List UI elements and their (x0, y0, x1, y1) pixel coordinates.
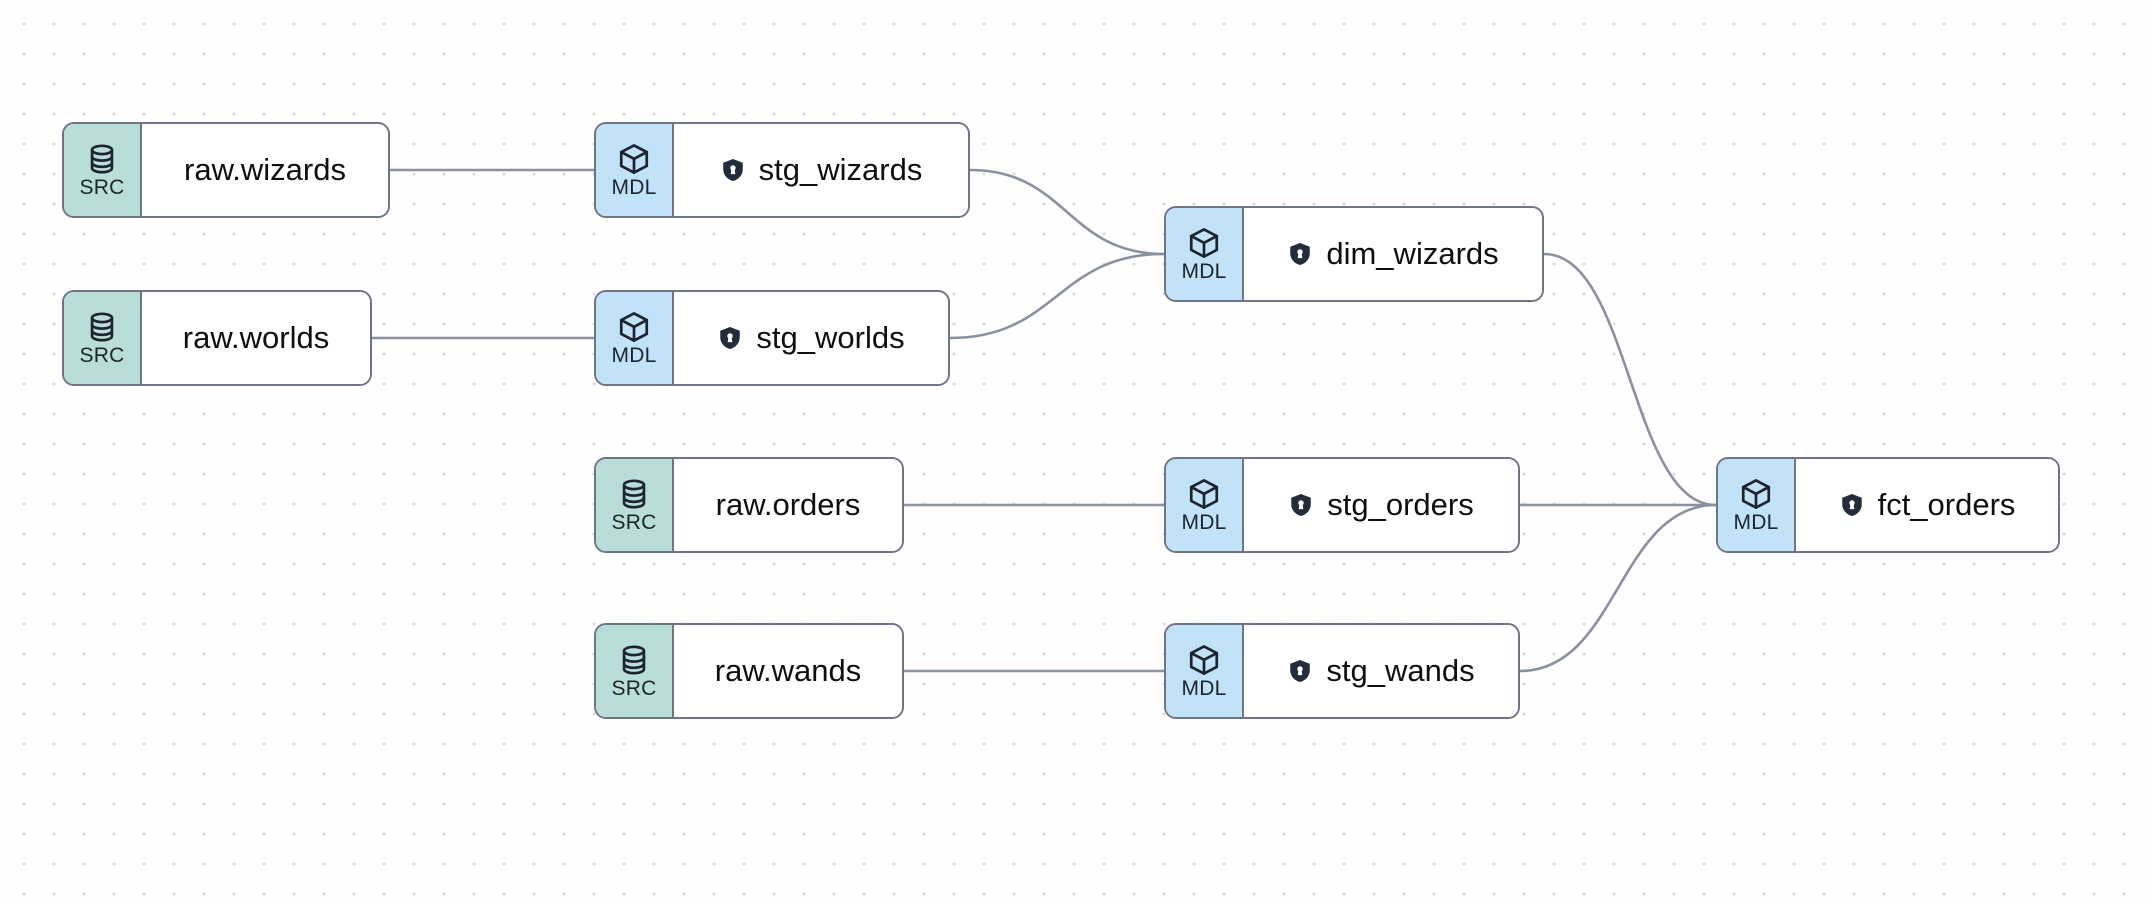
node-stg_wands[interactable]: MDL stg_wands (1164, 623, 1520, 719)
node-body: stg_orders (1244, 459, 1518, 551)
edge-stg_wands-to-fct_orders (1518, 503, 1718, 673)
node-body: raw.wands (674, 625, 902, 717)
node-label: raw.wizards (184, 151, 346, 187)
node-body: dim_wizards (1244, 208, 1542, 300)
node-badge-src: SRC (596, 459, 674, 551)
node-body: raw.wizards (142, 124, 388, 216)
shield-lock-icon (1288, 492, 1314, 518)
node-badge-label: MDL (611, 344, 657, 367)
node-fct_orders[interactable]: MDL fct_orders (1716, 457, 2060, 553)
node-body: raw.orders (674, 459, 902, 551)
node-badge-label: MDL (1181, 677, 1227, 700)
edge-stg_wizards-to-dim_wizards (968, 168, 1166, 256)
node-raw_worlds[interactable]: SRC raw.worlds (62, 290, 372, 386)
node-label: raw.wands (714, 652, 862, 688)
node-label: stg_worlds (756, 319, 905, 355)
node-label: dim_wizards (1326, 235, 1499, 271)
shield-lock-icon (720, 157, 746, 183)
node-label: raw.orders (715, 486, 861, 522)
node-badge-mdl: MDL (1166, 459, 1244, 551)
node-body: stg_wands (1244, 625, 1518, 717)
shield-lock-icon (717, 325, 743, 351)
shield-lock-icon (1287, 658, 1313, 684)
cube-icon (617, 310, 651, 344)
node-badge-mdl: MDL (596, 124, 674, 216)
node-label: fct_orders (1877, 486, 2016, 522)
shield-lock-icon (1839, 492, 1865, 518)
node-badge-label: MDL (611, 176, 657, 199)
node-label: stg_wizards (758, 151, 923, 187)
cube-icon (1187, 226, 1221, 260)
cube-icon (1187, 477, 1221, 511)
cube-icon (1739, 477, 1773, 511)
shield-lock-icon (1287, 241, 1313, 267)
node-badge-mdl: MDL (1166, 208, 1244, 300)
node-badge-src: SRC (596, 625, 674, 717)
node-stg_wizards[interactable]: MDL stg_wizards (594, 122, 970, 218)
node-label: raw.worlds (182, 319, 330, 355)
node-badge-src: SRC (64, 292, 142, 384)
edge-dim_wizards-to-fct_orders (1542, 252, 1718, 507)
node-stg_worlds[interactable]: MDL stg_worlds (594, 290, 950, 386)
node-badge-label: SRC (79, 176, 125, 199)
node-badge-mdl: MDL (1166, 625, 1244, 717)
node-badge-label: MDL (1181, 260, 1227, 283)
node-label: stg_orders (1327, 486, 1474, 522)
cube-icon (1187, 643, 1221, 677)
edge-stg_worlds-to-dim_wizards (948, 252, 1166, 340)
node-raw_wizards[interactable]: SRC raw.wizards (62, 122, 390, 218)
node-label: stg_wands (1326, 652, 1475, 688)
database-icon (617, 643, 651, 677)
database-icon (617, 477, 651, 511)
node-badge-label: SRC (79, 344, 125, 367)
node-badge-label: SRC (611, 677, 657, 700)
node-body: raw.worlds (142, 292, 370, 384)
node-body: stg_wizards (674, 124, 968, 216)
node-body: stg_worlds (674, 292, 948, 384)
node-stg_orders[interactable]: MDL stg_orders (1164, 457, 1520, 553)
node-badge-label: MDL (1181, 511, 1227, 534)
node-dim_wizards[interactable]: MDL dim_wizards (1164, 206, 1544, 302)
database-icon (85, 310, 119, 344)
node-badge-mdl: MDL (1718, 459, 1796, 551)
database-icon (85, 142, 119, 176)
node-badge-label: MDL (1733, 511, 1779, 534)
node-badge-src: SRC (64, 124, 142, 216)
node-raw_wands[interactable]: SRC raw.wands (594, 623, 904, 719)
node-badge-label: SRC (611, 511, 657, 534)
node-body: fct_orders (1796, 459, 2058, 551)
node-raw_orders[interactable]: SRC raw.orders (594, 457, 904, 553)
node-badge-mdl: MDL (596, 292, 674, 384)
cube-icon (617, 142, 651, 176)
